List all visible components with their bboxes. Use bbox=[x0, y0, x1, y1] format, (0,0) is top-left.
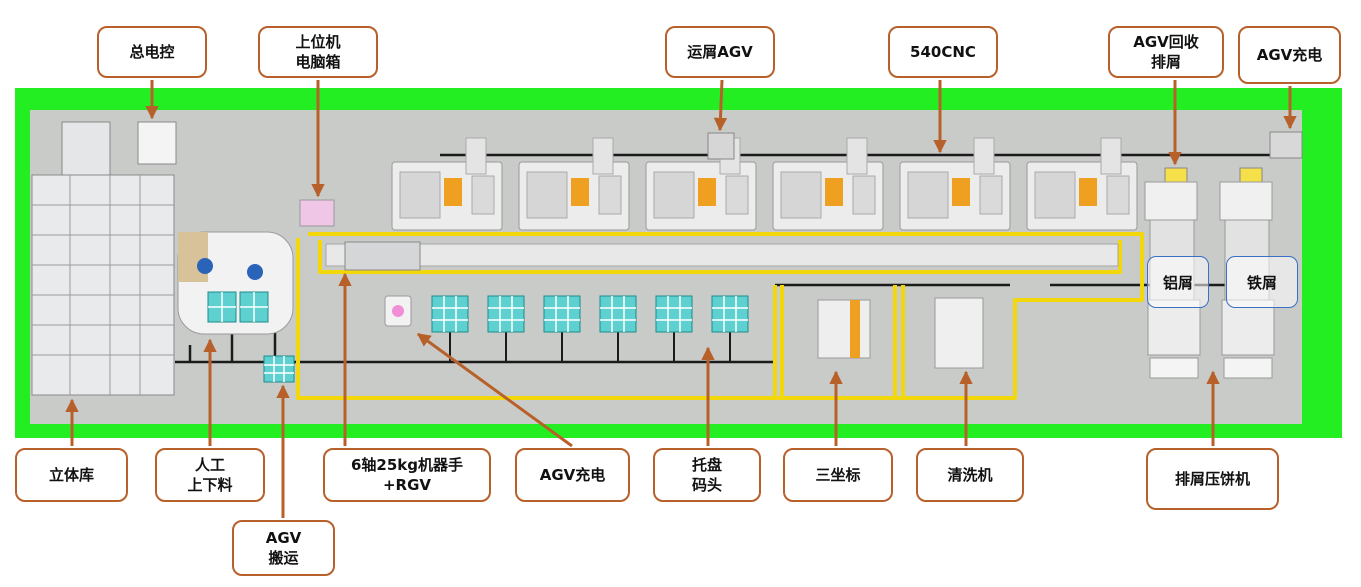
pallet-dock bbox=[599, 295, 637, 333]
callout-chip-recovery-line2: 排屑 bbox=[1150, 53, 1181, 71]
callout-cnc: 540CNC bbox=[888, 26, 998, 78]
scrap-label-aluminum-text: 铝屑 bbox=[1162, 273, 1193, 292]
pallet-dock bbox=[655, 295, 693, 333]
callout-charging-top-line1: AGV充电 bbox=[1256, 46, 1323, 64]
callout-briquetter-line1: 排屑压饼机 bbox=[1174, 470, 1250, 488]
scrap-label-iron: 铁屑 bbox=[1226, 256, 1298, 308]
callout-dock-line2: 码头 bbox=[691, 476, 722, 494]
chip-recovery-agv-unit-2 bbox=[1239, 167, 1263, 183]
callout-chip-recovery-line1: AGV回收 bbox=[1133, 33, 1199, 51]
callout-manual-loading: 人工 上下料 bbox=[155, 448, 265, 502]
arrow-charging-bottom bbox=[416, 332, 573, 448]
washer-machine bbox=[934, 297, 984, 369]
scrap-label-aluminum: 铝屑 bbox=[1147, 256, 1209, 308]
scrap-label-iron-text: 铁屑 bbox=[1246, 273, 1277, 292]
callout-agv-chip-recovery: AGV回收 排屑 bbox=[1108, 26, 1224, 78]
host-pc-cabinet bbox=[299, 199, 335, 227]
callout-cmm: 三坐标 bbox=[783, 448, 893, 502]
callout-washer-line1: 清洗机 bbox=[947, 466, 993, 484]
cnc-machine bbox=[899, 137, 1011, 231]
callout-warehouse: 立体库 bbox=[15, 448, 128, 502]
chip-agv-unit bbox=[707, 132, 735, 160]
callout-host-pc-cabinet: 上位机 电脑箱 bbox=[258, 26, 378, 78]
callout-chip-agv: 运屑AGV bbox=[665, 26, 775, 78]
agv-charger-left-indicator bbox=[392, 305, 404, 317]
callout-host-pc-line1: 上位机 bbox=[295, 33, 341, 51]
callout-robot-rgv: 6轴25kg机器手 +RGV bbox=[323, 448, 491, 502]
rgv-track bbox=[325, 243, 1119, 267]
manual-station-pallet bbox=[239, 291, 269, 323]
cnc-machine bbox=[518, 137, 630, 231]
callout-chip-agv-line1: 运屑AGV bbox=[687, 43, 753, 61]
callout-agv-charging-top: AGV充电 bbox=[1238, 26, 1341, 84]
pallet-dock bbox=[711, 295, 749, 333]
pallet-dock bbox=[431, 295, 469, 333]
cnc-machine bbox=[772, 137, 884, 231]
callout-agv-transport-line1: AGV bbox=[265, 529, 302, 547]
arrow-chip-agv bbox=[713, 79, 728, 132]
agv-transport-cart bbox=[263, 355, 295, 383]
callout-dock-line1: 托盘 bbox=[691, 456, 722, 474]
pallet-docks bbox=[431, 295, 749, 333]
callout-warehouse-line1: 立体库 bbox=[48, 466, 94, 484]
callout-pallet-dock: 托盘 码头 bbox=[653, 448, 761, 502]
agv-charger-right bbox=[1269, 131, 1303, 159]
pallet-dock bbox=[487, 295, 525, 333]
callout-agv-transport-line2: 搬运 bbox=[268, 549, 299, 567]
manual-loading-station bbox=[177, 231, 294, 335]
callout-cnc-line1: 540CNC bbox=[910, 43, 976, 61]
safety-fence bbox=[296, 232, 1144, 400]
cnc-machines bbox=[391, 137, 1138, 231]
cmm-machine bbox=[817, 299, 871, 359]
callout-agv-charging-bottom: AGV充电 bbox=[515, 448, 630, 502]
callout-arrows bbox=[65, 79, 1297, 518]
cnc-machine bbox=[391, 137, 503, 231]
chip-recovery-agv-unit bbox=[1164, 167, 1188, 183]
callout-agv-transport: AGV 搬运 bbox=[232, 520, 335, 576]
callout-robot-line2: +RGV bbox=[382, 476, 432, 494]
callout-charging-bottom-line1: AGV充电 bbox=[539, 466, 606, 484]
callout-main-control-line1: 总电控 bbox=[129, 43, 175, 61]
callout-chip-briquetter: 排屑压饼机 bbox=[1146, 448, 1279, 510]
robot-arm bbox=[344, 241, 421, 271]
manual-station-pallet bbox=[207, 291, 237, 323]
callout-manual-line1: 人工 bbox=[194, 456, 225, 474]
callout-main-control: 总电控 bbox=[97, 26, 207, 78]
cnc-machine bbox=[1026, 137, 1138, 231]
agv-transport-cart-grid bbox=[264, 356, 294, 382]
callout-cmm-line1: 三坐标 bbox=[815, 466, 861, 484]
callout-manual-line2: 上下料 bbox=[187, 476, 233, 494]
cnc-machine bbox=[645, 137, 757, 231]
stereo-warehouse bbox=[31, 121, 177, 396]
pallet-dock bbox=[543, 295, 581, 333]
callout-washer: 清洗机 bbox=[916, 448, 1024, 502]
callout-robot-line1: 6轴25kg机器手 bbox=[350, 456, 464, 474]
callout-host-pc-line2: 电脑箱 bbox=[295, 53, 341, 71]
